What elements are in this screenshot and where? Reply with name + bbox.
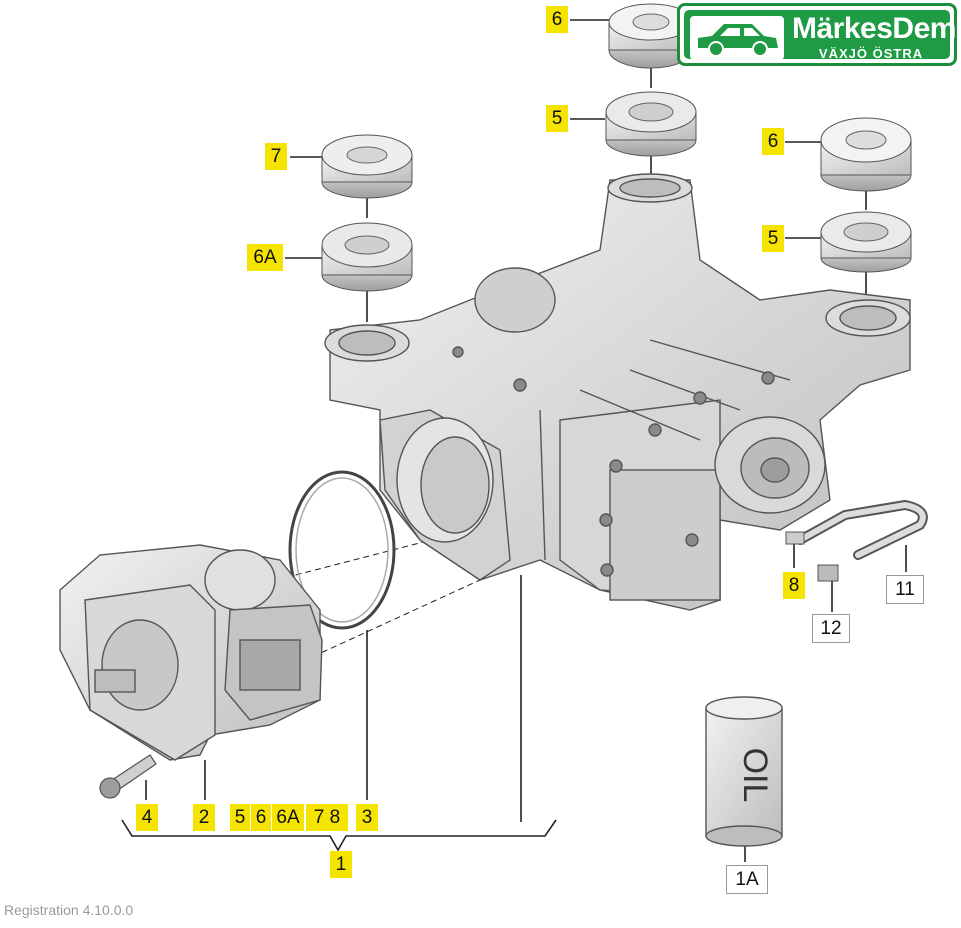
brand-name: MärkesDemo [792, 12, 961, 45]
clutch-actuator [59, 544, 323, 761]
callout-6a[interactable]: 6A [247, 244, 283, 271]
callout-5-right[interactable]: 5 [762, 225, 784, 252]
connector [785, 531, 805, 545]
car-icon [690, 16, 784, 60]
callout-11[interactable]: 11 [886, 575, 924, 604]
callout-5-bottom[interactable]: 5 [230, 804, 250, 831]
callout-1[interactable]: 1 [330, 851, 352, 878]
brand-logo: MärkesDemo VÄXJÖ ÖSTRA [677, 3, 961, 66]
callout-6[interactable]: 6 [546, 6, 568, 33]
mount-6a-left [321, 222, 413, 292]
mount-5-right [820, 211, 912, 273]
callout-2[interactable]: 2 [193, 804, 215, 831]
clip [817, 564, 839, 582]
brand-subtitle: VÄXJÖ ÖSTRA [818, 46, 924, 61]
oil-can: OIL [705, 696, 783, 847]
callout-7-8-bottom[interactable]: 7 8 [306, 804, 348, 831]
callout-6a-bottom[interactable]: 6A [272, 804, 304, 831]
callout-8[interactable]: 8 [783, 572, 805, 599]
callout-6-right[interactable]: 6 [762, 128, 784, 155]
bolt [99, 754, 157, 799]
callout-5[interactable]: 5 [546, 105, 568, 132]
version-label: Registration 4.10.0.0 [4, 902, 134, 918]
oil-can-text: OIL [736, 748, 774, 803]
mount-6-top [608, 3, 694, 69]
callout-4[interactable]: 4 [136, 804, 158, 831]
mount-6-right [820, 117, 912, 192]
callout-3[interactable]: 3 [356, 804, 378, 831]
o-ring [288, 470, 396, 630]
differential-housing [324, 173, 911, 611]
callout-7[interactable]: 7 [265, 143, 287, 170]
callout-12[interactable]: 12 [812, 614, 850, 643]
hose [785, 499, 928, 582]
callout-6-bottom[interactable]: 6 [251, 804, 271, 831]
mount-5-top [605, 91, 697, 157]
mount-7-left [321, 134, 413, 199]
callout-1a[interactable]: 1A [726, 865, 768, 894]
